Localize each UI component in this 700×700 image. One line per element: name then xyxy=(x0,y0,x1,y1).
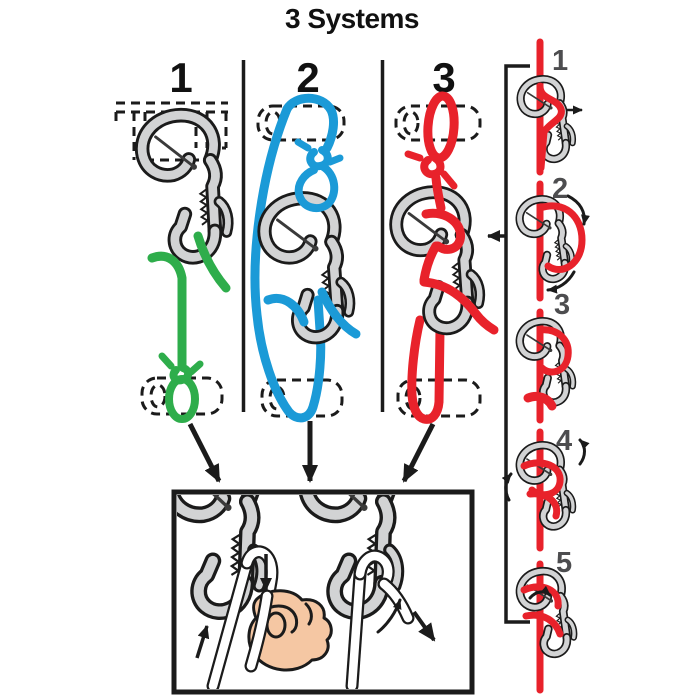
pull-up-arrow xyxy=(195,625,210,659)
step-1: 1 xyxy=(518,38,583,176)
arrow-from-system-3 xyxy=(401,422,436,483)
steps-panel: 1 2 3 4 xyxy=(501,38,590,694)
step-3-label: 3 xyxy=(554,289,570,321)
white-cord-end xyxy=(246,591,272,671)
step-3: 3 xyxy=(517,289,575,424)
step-4-label: 4 xyxy=(556,425,572,457)
steps-bracket xyxy=(487,64,530,624)
white-cord-standing xyxy=(347,569,365,689)
system-1-green xyxy=(114,101,231,423)
anchor-cylinder-top-dashed xyxy=(394,104,482,142)
white-cord-cleated xyxy=(355,551,393,589)
step-2: 2 xyxy=(517,173,590,302)
blue-cord xyxy=(263,93,361,339)
step-4-left-arrow xyxy=(501,472,513,502)
usage-release-illustration xyxy=(302,445,436,689)
flick-arrow xyxy=(376,598,402,634)
usage-box xyxy=(166,445,475,695)
step-1-label: 1 xyxy=(552,45,568,77)
red-cord xyxy=(404,91,499,335)
system-3-red xyxy=(394,91,499,424)
blue-cord-back xyxy=(250,104,326,423)
column-1-label: 1 xyxy=(169,54,192,101)
step-4: 4 xyxy=(501,425,590,552)
step-2-swing-arrow xyxy=(546,270,576,294)
system-2-blue xyxy=(250,93,361,423)
step-5-lock-arrow xyxy=(528,585,552,600)
usage-box-frame xyxy=(171,489,475,695)
red-cord-back xyxy=(407,315,445,424)
green-cord xyxy=(147,231,231,423)
step-4-right-arrow xyxy=(578,438,590,466)
release-arrow xyxy=(412,610,436,642)
arrow-from-system-1 xyxy=(187,422,222,483)
converge-arrows xyxy=(187,421,436,483)
white-cord-free-end xyxy=(379,579,413,623)
column-2-label: 2 xyxy=(296,54,319,101)
step-2-rotate-arrow xyxy=(566,194,590,226)
step-2-label: 2 xyxy=(552,173,568,205)
page-title: 3 Systems xyxy=(285,3,419,34)
white-cord-standing xyxy=(208,558,252,689)
anchor-cylinder-dashed xyxy=(140,376,224,416)
step-5: 5 xyxy=(517,547,576,694)
green-loop xyxy=(165,375,199,423)
column-3-label: 3 xyxy=(432,54,455,101)
hook-step-1 xyxy=(518,76,575,163)
step-5-label: 5 xyxy=(556,547,572,579)
anchor-cylinder-bottom-dashed xyxy=(396,378,482,418)
usage-pull-illustration xyxy=(166,445,333,689)
finger-crease xyxy=(304,602,313,626)
hook-system-1 xyxy=(140,113,229,260)
